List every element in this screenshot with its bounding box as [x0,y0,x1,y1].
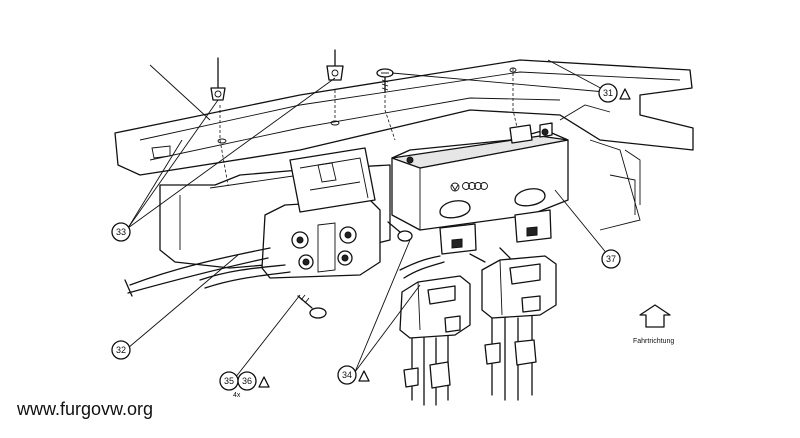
harness-connector-right [469,247,557,401]
screw-middle [326,49,344,126]
watermark: www.furgovw.org [16,399,153,419]
callout-35: 35 [219,371,239,391]
callout-32-label: 32 [116,345,126,355]
screw-34 [387,221,413,242]
callout-33: 33 [111,222,131,242]
four-rings-logo [450,182,488,192]
callout-35-label: 35 [224,376,234,386]
quantity-note: 4x [233,392,241,399]
warning-triangle-icon [619,88,631,100]
harness-connector-left [399,255,471,406]
callout-33-label: 33 [116,227,126,237]
callout-31-label: 31 [603,88,613,98]
direction-indicator: Fahrtrichtung [633,304,674,345]
callout-32: 32 [111,340,131,360]
screw-left [210,57,227,144]
callout-34: 34 [337,365,370,385]
screw-35-36 [297,294,327,319]
callout-37: 37 [601,249,621,269]
control-unit [391,122,569,255]
callout-36: 36 [237,371,270,391]
direction-arrow-icon [639,304,671,328]
screw-right [376,67,517,93]
callout-37-label: 37 [606,254,616,264]
direction-label: Fahrtrichtung [633,338,674,345]
callout-36-label: 36 [242,376,252,386]
callout-34-label: 34 [342,370,352,380]
leader-lines [127,59,609,379]
warning-triangle-icon [258,376,270,388]
relay-holder [261,147,381,279]
cable-bundle-left [124,247,291,297]
callout-31: 31 [598,83,631,103]
warning-triangle-icon [358,370,370,382]
